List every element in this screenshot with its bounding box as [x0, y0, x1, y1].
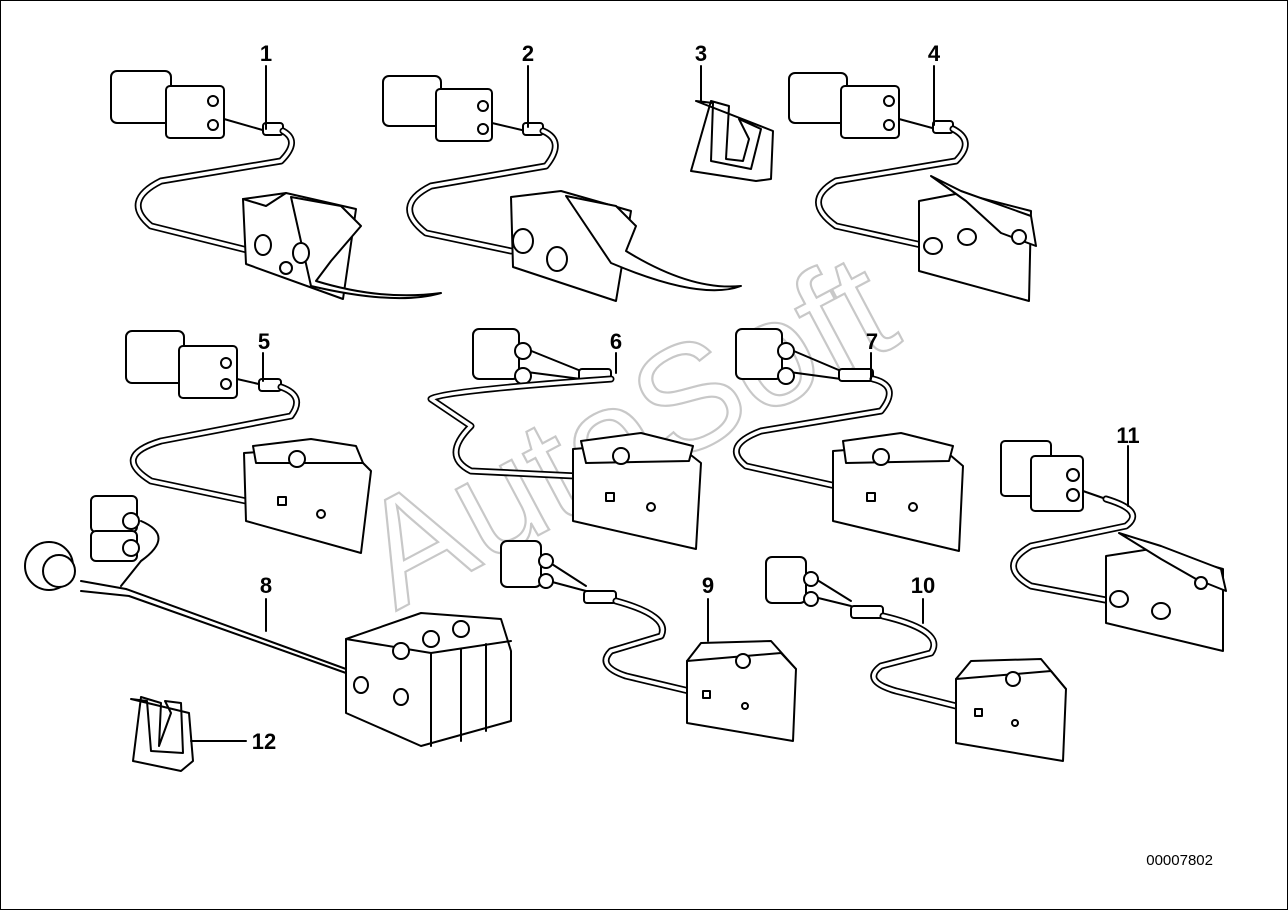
part-4-switch	[788, 72, 1037, 302]
document-number: 00007802	[1146, 852, 1213, 869]
leader-lines	[190, 65, 1129, 742]
callout-11: 11	[1116, 423, 1139, 448]
part-3-clip	[690, 100, 774, 182]
callout-5: 5	[258, 329, 270, 354]
callout-4: 4	[928, 41, 941, 66]
part-9-switch	[500, 540, 797, 742]
callout-10: 10	[911, 573, 935, 598]
callout-8: 8	[260, 573, 272, 598]
part-11-switch	[1000, 440, 1227, 652]
callout-9: 9	[702, 573, 714, 598]
part-2-switch	[382, 75, 742, 302]
callout-12: 12	[252, 729, 276, 754]
callouts: 1 2 3 4 5 6 7 8 9 10 11 12	[252, 41, 1140, 754]
part-12-clip	[130, 696, 194, 772]
part-10-switch	[765, 556, 1067, 762]
callout-3: 3	[695, 41, 707, 66]
callout-6: 6	[610, 329, 622, 354]
part-5-switch	[125, 330, 372, 554]
part-8-switch	[24, 495, 512, 747]
part-6-switch	[427, 328, 702, 550]
part-7-switch	[732, 328, 964, 552]
callout-2: 2	[522, 41, 534, 66]
callout-1: 1	[260, 41, 272, 66]
callout-7: 7	[866, 329, 878, 354]
part-1-switch	[110, 70, 442, 300]
watermark: AutoSoft	[332, 221, 919, 639]
